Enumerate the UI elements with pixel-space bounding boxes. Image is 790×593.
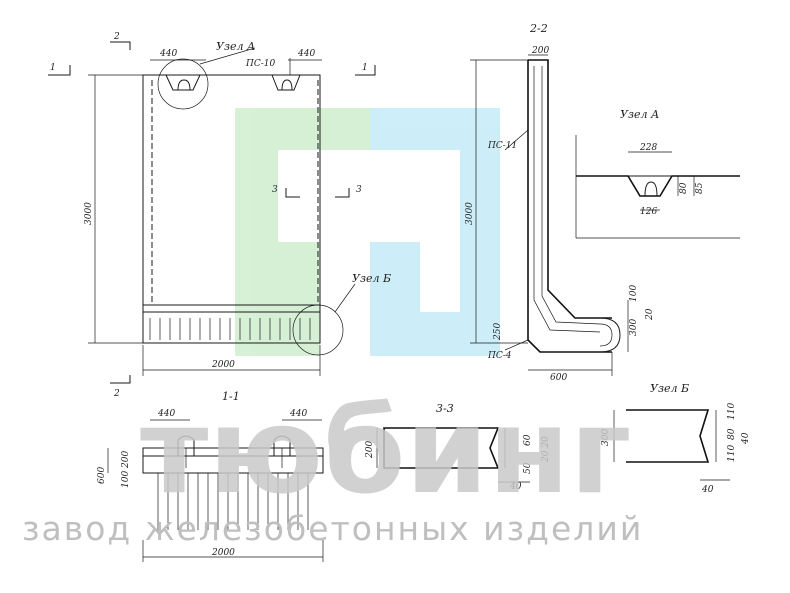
dim-20-section22: 20 (645, 308, 655, 321)
label-node-a: Узел А (216, 40, 255, 53)
dim-3000-front: 3000 (84, 202, 94, 225)
dim-440-right: 440 (297, 49, 315, 59)
dim-300-node-b: 300 (601, 429, 611, 446)
dim-80-node-a: 80 (679, 182, 689, 194)
watermark-brand: тюбинг (140, 382, 631, 520)
front-view (48, 41, 376, 384)
section-3-left: 3 (272, 185, 278, 195)
dim-20-20-s33: 20 20 (541, 436, 551, 463)
dim-2000-front: 2000 (211, 360, 235, 370)
section-3-right: 3 (356, 185, 362, 195)
title-node-a: Узел А (620, 108, 659, 121)
node-a-labels: Узел А 228 126 80 85 (620, 108, 705, 217)
node-b-detail (613, 409, 730, 481)
title-section-2-2: 2-2 (529, 22, 548, 35)
title-section-1-1: 1-1 (222, 390, 240, 403)
dim-2000-s11: 2000 (211, 548, 235, 558)
section-2-top: 2 (113, 32, 120, 42)
dim-40-node-b-side: 40 (741, 432, 751, 445)
dim-440-left: 440 (159, 49, 177, 59)
dim-60-s33: 60 (523, 434, 533, 446)
section-3-3 (376, 427, 530, 483)
dim-110-node-b-top: 110 (727, 403, 737, 420)
label-ps10: ПС-10 (245, 59, 276, 69)
title-node-b: Узел Б (650, 382, 689, 395)
section-2-2-labels: 2-2 200 ПС-11 ПС-4 600 3000 100 300 20 2… (465, 22, 655, 383)
watermark-tagline: завод железобетонных изделий (22, 509, 643, 548)
front-view-labels: 2 2 1 1 3 3 440 440 Узел А ПС-10 Узел Б … (50, 32, 391, 399)
dim-200-section22: 200 (531, 46, 549, 56)
dim-50-s33: 50 (523, 462, 533, 474)
dim-100-200-s11: 100 200 (121, 451, 131, 488)
node-b-labels: Узел Б 300 110 80 110 40 40 (601, 382, 751, 495)
dim-600-section22: 600 (550, 373, 567, 383)
dim-110-node-b-bottom: 110 (727, 445, 737, 462)
dim-440-s11-right: 440 (289, 409, 307, 419)
section-2-bottom: 2 (113, 389, 120, 399)
dim-600-s11: 600 (97, 467, 107, 484)
dim-126: 126 (640, 207, 657, 217)
title-section-3-3: 3-3 (436, 402, 454, 415)
label-node-b: Узел Б (352, 272, 391, 285)
dim-100-section22: 100 (629, 285, 639, 302)
section-1-1 (107, 419, 324, 562)
node-a-detail (575, 135, 740, 239)
dim-80-node-b: 80 (727, 428, 737, 440)
dim-40-s33: 40 (509, 482, 522, 492)
dim-3000-section22: 3000 (465, 202, 475, 225)
section-2-2 (470, 54, 629, 376)
section-1-right: 1 (362, 63, 368, 73)
dim-40-node-b: 40 (701, 485, 714, 495)
section-1-left: 1 (50, 63, 56, 73)
section-3-3-labels: 3-3 200 60 50 20 20 40 (365, 402, 551, 492)
watermark-logo (235, 108, 500, 356)
dim-228: 228 (639, 143, 657, 153)
dim-440-s11-left: 440 (157, 409, 175, 419)
dim-85-node-a: 85 (695, 182, 705, 194)
dim-250-section22: 250 (493, 323, 503, 341)
section-1-1-labels: 1-1 440 440 2000 600 100 200 (97, 390, 307, 558)
label-ps11: ПС-11 (487, 141, 517, 151)
watermark-text: тюбинг завод железобетонных изделий (22, 382, 643, 548)
label-ps4: ПС-4 (487, 351, 512, 361)
dim-300-section22: 300 (629, 319, 639, 336)
dim-200-s33: 200 (365, 441, 375, 459)
